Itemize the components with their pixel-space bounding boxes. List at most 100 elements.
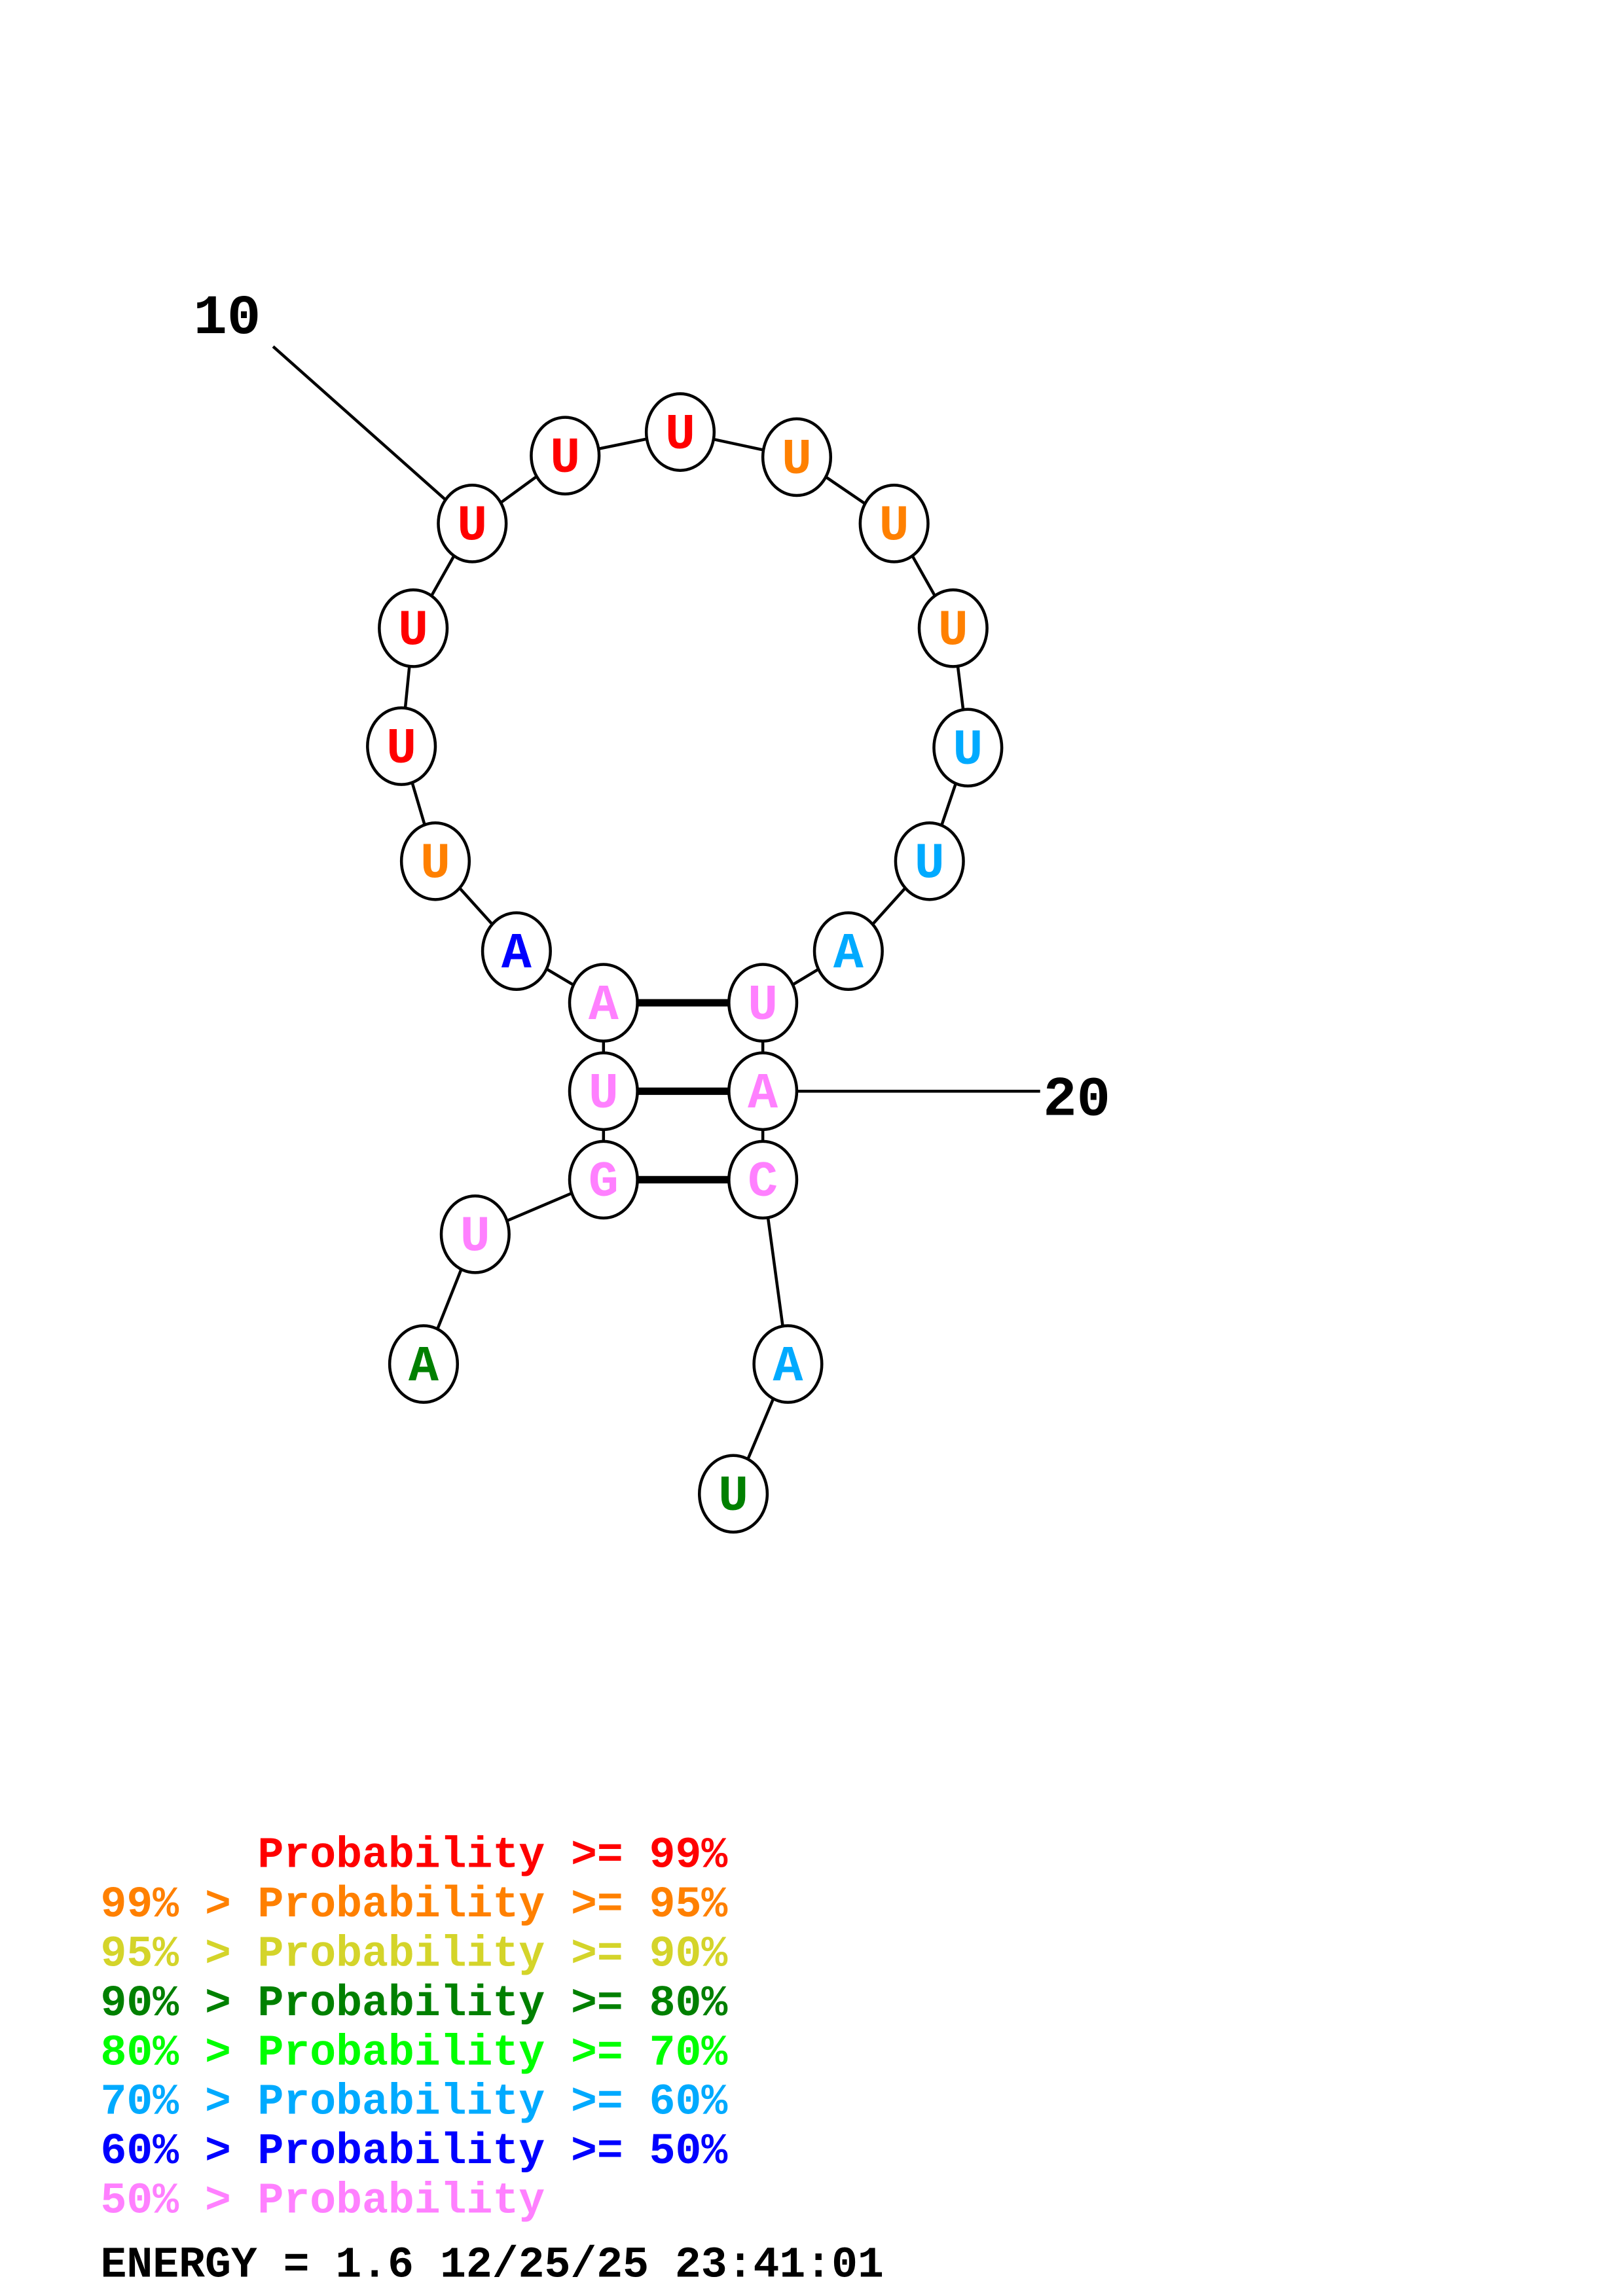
nucleotide: U: [366, 706, 437, 786]
nucleotide-base: U: [420, 836, 450, 893]
nucleotide-circle: [727, 1139, 799, 1220]
nucleotide-base: U: [782, 432, 812, 489]
legend-entry: 95% > Probability >= 90%: [101, 1929, 728, 1979]
nucleotide: U: [568, 1051, 639, 1132]
nucleotide-base: U: [953, 723, 983, 780]
position-label: 10: [193, 287, 261, 350]
legend-label: Probability >= 95%: [257, 1880, 727, 1929]
position-labels: 10 20: [193, 287, 1110, 1132]
nucleotide-base: U: [589, 1066, 619, 1123]
legend-label: Probability >= 90%: [257, 1929, 727, 1979]
nucleotide: U: [894, 821, 965, 901]
legend-entry: 70% > Probability >= 60%: [101, 2078, 728, 2127]
nucleotide-circle: [698, 1454, 769, 1534]
nucleotide: A: [388, 1324, 460, 1404]
nucleotide-base: U: [665, 407, 695, 464]
nucleotide-circle: [439, 1194, 511, 1274]
timestamp: 12/25/25 23:41:01: [440, 2241, 884, 2290]
probability-legend: Probability >= 99%99% > Probability >= 9…: [101, 1831, 728, 2225]
position-label: 20: [1043, 1068, 1110, 1132]
nucleotide: U: [858, 484, 930, 564]
legend-prefix: 95% >: [101, 1929, 257, 1979]
nucleotide-circle: [399, 821, 471, 901]
nucleotide: A: [812, 911, 884, 992]
nucleotide-base: A: [773, 1339, 803, 1396]
nucleotide-circle: [761, 417, 833, 497]
nucleotide: A: [481, 911, 552, 992]
nucleotide-circle: [568, 1051, 639, 1132]
nucleotide: U: [698, 1454, 769, 1534]
nucleotide: U: [727, 963, 799, 1043]
nucleotide-circle: [568, 963, 639, 1043]
nucleotide-circle: [481, 911, 552, 992]
legend-entry: 90% > Probability >= 80%: [101, 1979, 728, 2028]
nucleotide-base: G: [589, 1155, 619, 1211]
legend-label: Probability >= 99%: [257, 1831, 727, 1880]
nucleotide: U: [439, 1194, 511, 1274]
legend-entry: 80% > Probability >= 70%: [101, 2028, 728, 2077]
legend-label: Probability >= 80%: [257, 1979, 727, 2028]
nucleotide-base: U: [938, 603, 968, 660]
nucleotide-base: U: [550, 431, 580, 488]
legend-prefix: 90% >: [101, 1979, 257, 2028]
energy-footer: ENERGY = 1.6 12/25/25 23:41:01: [101, 2241, 884, 2290]
legend-prefix: 70% >: [101, 2078, 257, 2127]
energy-value: ENERGY = 1.6: [101, 2241, 414, 2290]
nucleotide: U: [644, 392, 716, 472]
nucleotide: U: [932, 708, 1004, 788]
nucleotide: U: [378, 588, 449, 668]
nucleotide-circle: [932, 708, 1004, 788]
nucleotide: U: [530, 416, 601, 496]
legend-entry: 99% > Probability >= 95%: [101, 1880, 728, 1929]
legend-prefix: 50% >: [101, 2177, 257, 2226]
nucleotide: U: [399, 821, 471, 901]
nucleotide-circle: [727, 963, 799, 1043]
legend-label: Probability >= 70%: [257, 2028, 727, 2077]
nucleotide: U: [761, 417, 833, 497]
legend-entry: 50% > Probability: [101, 2177, 545, 2226]
legend-entry: 60% > Probability >= 50%: [101, 2127, 728, 2176]
nucleotide: G: [568, 1139, 639, 1220]
nucleotide-circle: [388, 1324, 460, 1404]
nucleotide-circle: [812, 911, 884, 992]
nucleotide-base: C: [748, 1155, 778, 1211]
nucleotide-circle: [752, 1324, 824, 1404]
position-label-line: [272, 345, 473, 525]
nucleotide: A: [752, 1324, 824, 1404]
nucleotide-circle: [917, 588, 989, 668]
nucleotide: U: [917, 588, 989, 668]
nucleotide-circle: [437, 484, 508, 564]
nucleotide-base: U: [457, 499, 487, 556]
legend-prefix: 60% >: [101, 2127, 257, 2176]
nucleotide-base: U: [386, 721, 416, 778]
nucleotide-circle: [366, 706, 437, 786]
legend-label: Probability >= 50%: [257, 2127, 727, 2176]
nucleotide: A: [568, 963, 639, 1043]
legend-label: Probability >= 60%: [257, 2078, 727, 2127]
nucleotide-base: A: [833, 926, 864, 983]
nucleotide-base: U: [460, 1210, 490, 1266]
legend-label: Probability: [257, 2177, 545, 2226]
nucleotide-circle: [530, 416, 601, 496]
nucleotide-circle: [568, 1139, 639, 1220]
nucleotide: A: [727, 1051, 799, 1132]
nucleotide-base: U: [915, 836, 945, 893]
legend-prefix: 99% >: [101, 1880, 257, 1929]
nucleotide-circle: [378, 588, 449, 668]
nucleotide-base: A: [409, 1339, 439, 1396]
nucleotide: U: [437, 484, 508, 564]
nucleotide-base: U: [748, 978, 778, 1035]
nucleotide-base: U: [718, 1469, 748, 1526]
nucleotide-circle: [644, 392, 716, 472]
nucleotide-base: A: [589, 978, 619, 1035]
nucleotide-base: A: [501, 926, 532, 983]
legend-prefix: 80% >: [101, 2028, 257, 2077]
nucleotide: C: [727, 1139, 799, 1220]
nucleotide-base: U: [398, 603, 428, 660]
nucleotide-circle: [894, 821, 965, 901]
nucleotide-base: A: [748, 1066, 778, 1123]
nucleotide-circle: [727, 1051, 799, 1132]
nucleotide-base: U: [879, 499, 909, 556]
